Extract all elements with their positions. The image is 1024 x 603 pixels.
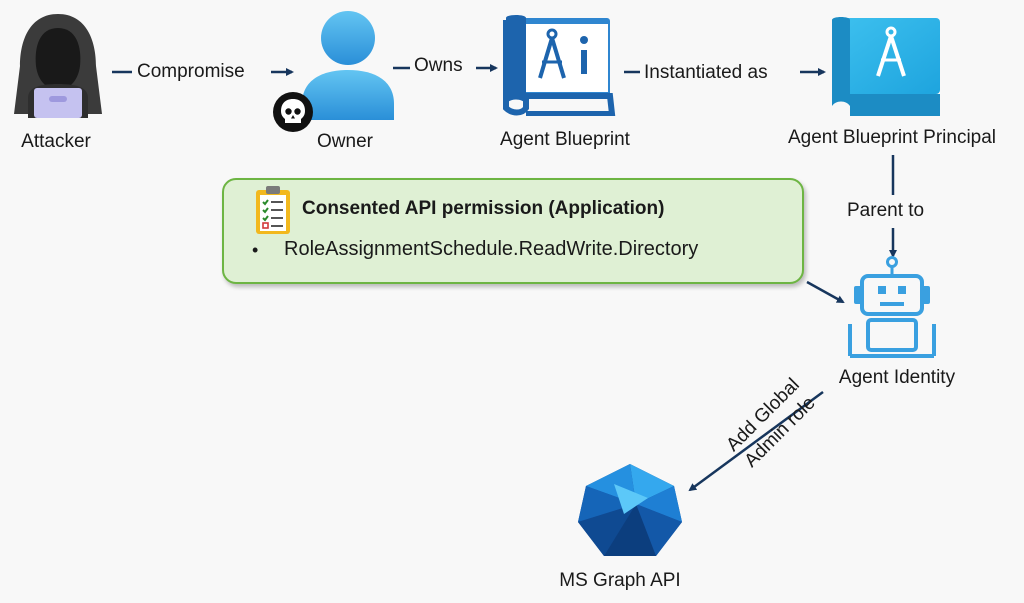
- node-label-identity: Agent Identity: [838, 367, 956, 388]
- clipboard-checklist-icon: [256, 186, 290, 234]
- ms-graph-icon: [578, 464, 682, 556]
- node-label-graph: MS Graph API: [559, 570, 681, 591]
- edge-label-owns: Owns: [413, 55, 464, 76]
- node-label-principal: Agent Blueprint Principal: [787, 127, 997, 148]
- user-icon: [302, 11, 394, 120]
- edge-label-parent: Parent to: [846, 200, 926, 221]
- edge-add-role: [688, 390, 824, 492]
- edge-label-instantiated: Instantiated as: [643, 62, 769, 83]
- node-label-owner: Owner: [317, 131, 373, 152]
- blueprint-icon: [503, 15, 616, 116]
- blueprint-principal-icon: [832, 17, 940, 116]
- hooded-attacker-icon: [14, 14, 102, 118]
- edge-label-compromise: Compromise: [136, 61, 246, 82]
- edge-permission: [806, 280, 845, 304]
- permission-title: Consented API permission (Application): [302, 198, 665, 219]
- node-label-blueprint: Agent Blueprint: [500, 129, 630, 150]
- node-label-attacker: Attacker: [21, 131, 91, 152]
- permission-item: RoleAssignmentSchedule.ReadWrite.Directo…: [284, 238, 699, 260]
- robot-icon: [848, 256, 936, 358]
- permission-bullet: •: [252, 240, 259, 260]
- skull-icon: [273, 92, 313, 132]
- permission-box: Consented API permission (Application) •…: [222, 178, 804, 284]
